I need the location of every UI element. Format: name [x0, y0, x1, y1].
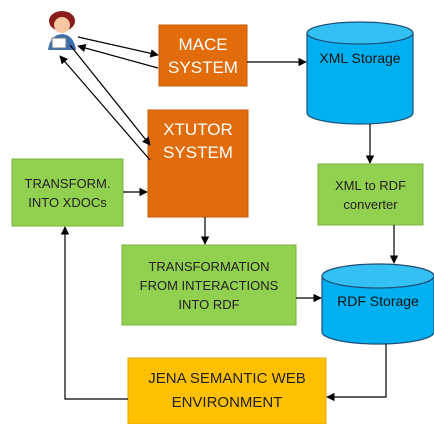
- xml-to-rdf-box: [317, 163, 424, 226]
- transform-xdocs-label: TRANSFORM. INTO XDOCs: [24, 175, 111, 210]
- user-icon: [48, 11, 76, 50]
- rdf-storage-label: RDF Storage: [337, 293, 419, 309]
- user-to-mace-arrow: [77, 36, 159, 58]
- transformation-interactions-label: TRANSFORMATION FROM INTERACTIONS INTO RD…: [139, 258, 279, 312]
- rdf-storage-to-jena-arrow: [326, 344, 387, 402]
- xtutor-system-box: [147, 109, 249, 218]
- user-to-xtutor-arrow: [69, 44, 151, 146]
- mace-to-user-arrow: [77, 43, 159, 69]
- jena-to-xdocs-arrow: [60, 226, 128, 400]
- mace-system-box: [158, 24, 248, 87]
- rdf-storage-cylinder: [321, 263, 434, 345]
- xtutor-to-user-arrow: [59, 55, 151, 161]
- transformation-interactions-box: [121, 244, 297, 326]
- mace-system-label: MACE SYSTEM: [168, 34, 238, 77]
- jena-label: JENA SEMANTIC WEB ENVIRONMENT: [148, 370, 306, 411]
- jena-box: [127, 357, 327, 424]
- transform-xdocs-box: [11, 158, 124, 227]
- xml-to-rdf-label: XML to RDF converter: [334, 177, 407, 212]
- xtutor-system-label: XTUTOR SYSTEM: [163, 120, 233, 162]
- xml-storage-cylinder: [306, 21, 414, 125]
- connectors: [59, 36, 399, 402]
- xml-storage-label: XML Storage: [319, 50, 401, 66]
